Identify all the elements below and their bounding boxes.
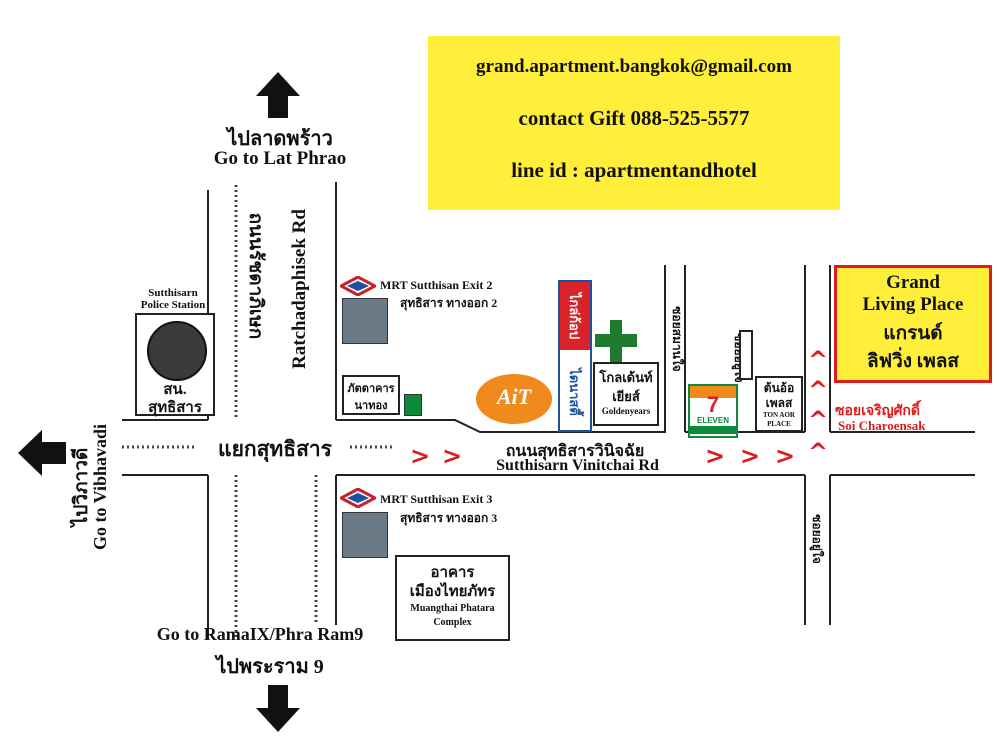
contact-box: grand.apartment.bangkok@gmail.com contac…	[428, 36, 840, 210]
destination-box[interactable]: Grand Living Place แกรนด์ ลิฟวิ่ง เพลส	[834, 265, 992, 383]
junction-label: แยกสุทธิสาร	[218, 437, 332, 461]
police-th-label-2: สุทธิสาร	[148, 400, 202, 416]
route-arrow-up-icon: ^	[808, 346, 829, 374]
ait-label: AiT	[496, 384, 532, 409]
contact-line: line id : apartmentandhotel	[511, 158, 757, 182]
soi-yu2-label: ซอยอยู่ใจ	[810, 514, 824, 564]
mrt3-th-label: สุทธิสาร ทางออก 3	[400, 511, 498, 525]
route-arrow-up-icon: ^	[808, 376, 829, 404]
destination-en-1: Grand	[886, 272, 940, 293]
dynasty-label: ไดนาสตี้	[567, 368, 582, 416]
police-th-label-1: สน.	[163, 382, 187, 398]
destination-en-2: Living Place	[862, 294, 964, 315]
mrt2-photo	[342, 298, 388, 344]
bhattakarn-restaurant: ภัตตาคาร นาทอง	[342, 375, 400, 415]
route-arrow-icon: >	[442, 442, 463, 470]
route-arrow-up-icon: ^	[808, 406, 829, 434]
muangthai-complex: อาคาร เมืองไทยภัทร Muangthai Phatara Com…	[395, 555, 510, 641]
goldenyears-en-label: Goldenyears	[601, 406, 651, 416]
mrt-logo-icon	[337, 487, 379, 509]
ait-logo: AiT	[476, 374, 552, 424]
sutthisarn-en-label: Sutthisarn Vinitchai Rd	[496, 457, 659, 474]
goldenyears-th-label-1: โกลเด้นท์	[599, 370, 653, 385]
route-arrow-icon: >	[410, 442, 431, 470]
bhattakarn-label-2: นาทอง	[354, 400, 388, 412]
destination-th-1: แกรนด์	[883, 323, 943, 344]
mrt-logo-icon	[337, 275, 379, 297]
eleven-label: ELEVEN	[696, 416, 729, 425]
west-en-label: Go to Vibhavadi	[90, 423, 110, 551]
police-station: สน. สุทธิสาร	[135, 313, 215, 416]
seven-icon: 7	[706, 392, 720, 417]
mrt2-en-label: MRT Sutthisan Exit 2	[380, 278, 493, 292]
seven-eleven: 7 ELEVEN	[688, 384, 738, 438]
dynasty-top-label: ไกล่ก้อป	[567, 292, 582, 340]
south-en-label: Go to RamaIX/Phra Ram9	[156, 624, 364, 644]
north-arrow-icon	[256, 72, 300, 118]
ratchada-en-label: Ratchadaphisek Rd	[289, 209, 310, 369]
mrt3-en-label: MRT Sutthisan Exit 3	[380, 492, 493, 506]
route-arrow-icon: >	[705, 442, 726, 470]
tonaor-en-label-1: TON AOR	[763, 411, 795, 419]
muangthai-en-label-2: Complex	[433, 617, 472, 628]
tonaor-en-label-2: PLACE	[767, 420, 791, 428]
south-th-label: ไปพระราม 9	[216, 656, 324, 678]
tonaor-th-label-2: เพลส	[765, 396, 793, 410]
muangthai-th-label-2: เมืองไทยภัทร	[409, 584, 496, 600]
contact-phone: contact Gift 088-525-5577	[518, 106, 750, 130]
seven-eleven-small-icon	[404, 394, 422, 416]
bhattakarn-label-1: ภัตตาคาร	[347, 383, 395, 395]
west-arrow-icon	[18, 430, 66, 476]
south-arrow-icon	[256, 685, 300, 732]
soi-charoensak-th-label: ซอยเจริญศักดิ์	[835, 404, 921, 419]
police-en-label-2: Police Station	[140, 299, 206, 311]
muangthai-th-label-1: อาคาร	[430, 565, 475, 581]
north-th-label: ไปลาดพร้าว	[227, 128, 333, 150]
soi-charoensak-en-label: Soi Charoensak	[838, 418, 926, 433]
ratchada-th-label: ถนนรัชดาภิเษก	[245, 212, 266, 340]
mrt3-photo	[342, 512, 388, 558]
police-badge-icon	[147, 321, 207, 381]
west-th-label: ไปวิภาวดี	[71, 447, 92, 527]
police-en-label-1: Sutthisarn	[148, 287, 198, 299]
destination-th-2: ลิฟวิ่ง เพลส	[866, 351, 960, 372]
tonaor-th-label-1: ต้นอ้อ	[763, 381, 795, 395]
mrt2-th-label: สุทธิสาร ทางออก 2	[400, 296, 498, 310]
dynasty-sign: ไกล่ก้อป ไดนาสตี้	[558, 280, 592, 432]
sutthisarn-th-label: ถนนสุทธิสารวินิจฉัย	[505, 443, 645, 460]
ton-aor-place: ต้นอ้อ เพลส TON AOR PLACE	[755, 376, 803, 432]
contact-email[interactable]: grand.apartment.bangkok@gmail.com	[476, 56, 792, 77]
route-arrow-icon: >	[740, 442, 761, 470]
route-arrow-up-icon: ^	[808, 438, 829, 466]
north-en-label: Go to Lat Phrao	[213, 148, 347, 169]
soi-yu-box	[739, 330, 753, 380]
route-arrow-icon: >	[775, 442, 796, 470]
muangthai-en-label-1: Muangthai Phatara	[410, 603, 495, 614]
soi-samai-label: ซอยสมานใจ	[670, 306, 684, 372]
goldenyears-th-label-2: เยียส์	[612, 389, 640, 404]
goldenyears-pharmacy: โกลเด้นท์ เยียส์ Goldenyears	[593, 362, 659, 426]
